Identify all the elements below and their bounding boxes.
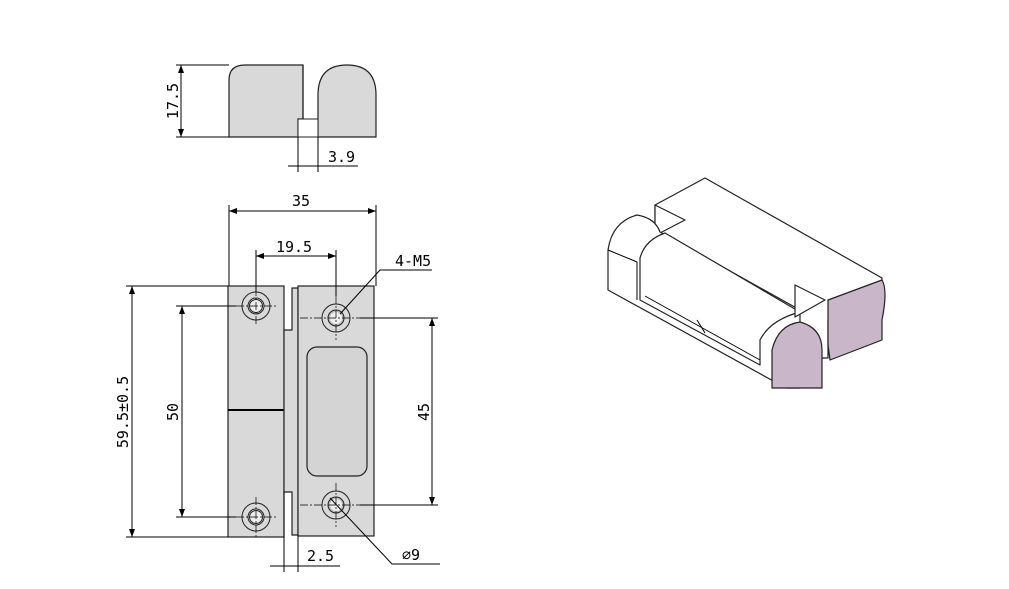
- dim-label-gap: 2.5: [307, 547, 334, 565]
- dim-label-counterbore: ∅9: [402, 546, 420, 564]
- dim-17-5: 17.5: [164, 64, 229, 138]
- dim-label-thread: 4-M5: [395, 252, 431, 270]
- top-view: 17.5 3.9: [164, 64, 377, 172]
- center-lines: [236, 288, 360, 537]
- dim-label-slot: 3.9: [328, 148, 355, 166]
- dim-label-left-pitch: 50: [164, 403, 182, 421]
- dim-35: 35: [228, 192, 377, 286]
- front-view: 35 19.5 4-M5 59.5±0.5 50 45: [114, 192, 440, 572]
- dim-label-width: 35: [292, 192, 310, 210]
- isometric-view: [607, 177, 886, 389]
- dim-59-5: 59.5±0.5: [114, 285, 228, 538]
- dim-label-hole-offset: 19.5: [276, 238, 312, 256]
- dim-2-5: 2.5: [270, 492, 340, 572]
- dim-label-right-pitch: 45: [415, 403, 433, 421]
- dim-19-5: 19.5: [255, 238, 337, 296]
- dim-50: 50: [164, 305, 236, 518]
- dim-45: 45: [360, 317, 438, 506]
- dim-label-height: 17.5: [164, 83, 182, 119]
- callout-4-m5: 4-M5: [339, 252, 432, 315]
- callout-diameter-9: ∅9: [329, 497, 440, 565]
- dim-label-overall-height: 59.5±0.5: [114, 376, 132, 448]
- dim-3-9: 3.9: [288, 137, 358, 172]
